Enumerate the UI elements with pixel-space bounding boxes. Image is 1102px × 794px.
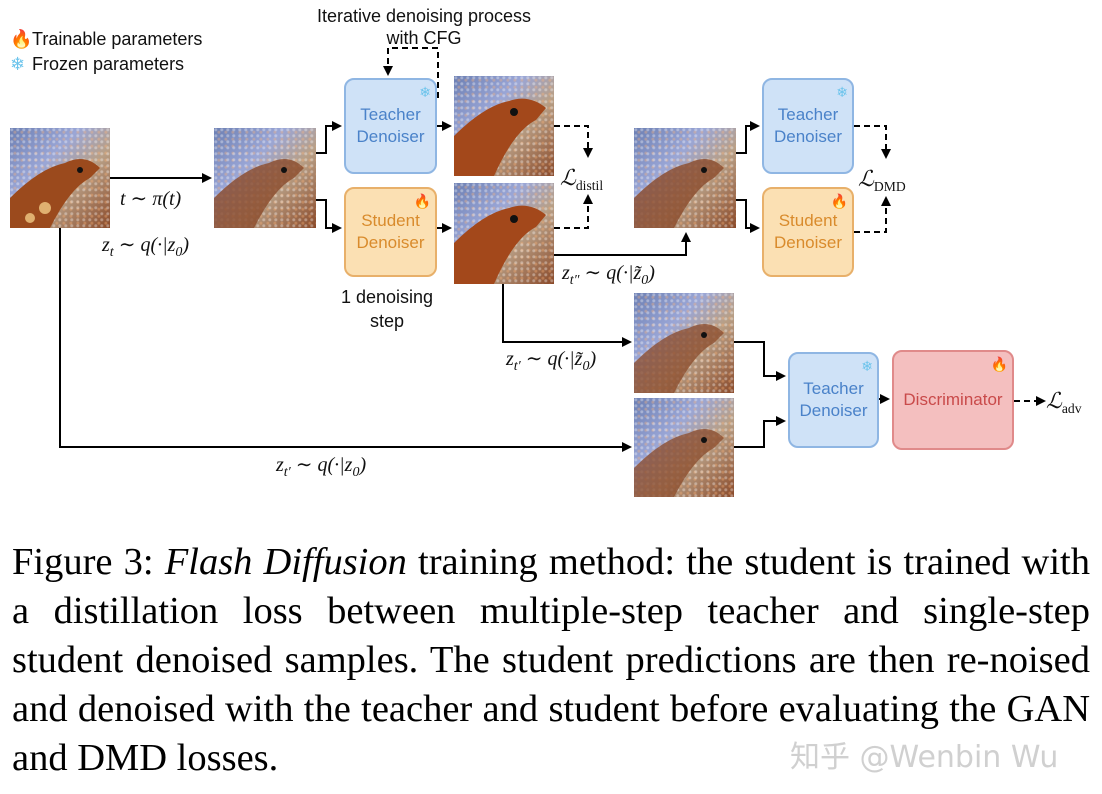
- ztpp-sample-label: zt″ ∼ q(·|z̃0): [562, 262, 655, 288]
- student-output-image: [454, 183, 554, 284]
- input-image: [10, 128, 110, 228]
- fire-icon: 🔥: [830, 193, 848, 209]
- fire-icon: 🔥: [413, 193, 431, 209]
- figure-caption: Figure 3: Flash Diffusion training metho…: [12, 541, 1090, 779]
- discriminator-box: 🔥 Discriminator: [892, 350, 1014, 450]
- loss-adv: ℒadv: [1046, 389, 1082, 416]
- loss-dmd: ℒDMD: [858, 167, 906, 194]
- noisy-image: [214, 128, 316, 228]
- renoised-image-dmd: [634, 128, 736, 228]
- snowflake-icon: ❄: [836, 84, 848, 100]
- fire-icon: 🔥: [990, 356, 1008, 372]
- snowflake-icon: ❄: [861, 358, 873, 374]
- snowflake-icon: ❄: [10, 54, 26, 74]
- legend-frozen: ❄Frozen parameters: [10, 54, 185, 74]
- one-step-label: 1 denoising step: [340, 287, 434, 331]
- method-diagram: 🔥Trainable parameters ❄Frozen parameters…: [10, 6, 1082, 497]
- watermark: 知乎 @Wenbin Wu: [790, 740, 1059, 775]
- ztp-renoise-label: zt′ ∼ q(·|z̃0): [506, 348, 597, 374]
- legend-trainable: 🔥Trainable parameters: [10, 29, 203, 49]
- ztp-input-label: zt′ ∼ q(·|z0): [276, 454, 367, 480]
- connector-lines: [59, 47, 1046, 452]
- t-sample-label: t ∼ π(t): [120, 188, 182, 210]
- renoised-image-adv-2: [634, 398, 734, 497]
- loss-distil: ℒdistil: [560, 166, 604, 193]
- iterative-denoising-label: Iterative denoising process with CFG: [316, 6, 532, 48]
- renoised-image-adv-1: [634, 293, 734, 393]
- teacher-output-image: [454, 76, 554, 176]
- zt-sample-label: zt ∼ q(·|z0): [102, 234, 190, 260]
- snowflake-icon: ❄: [419, 84, 431, 100]
- fire-icon: 🔥: [10, 29, 33, 49]
